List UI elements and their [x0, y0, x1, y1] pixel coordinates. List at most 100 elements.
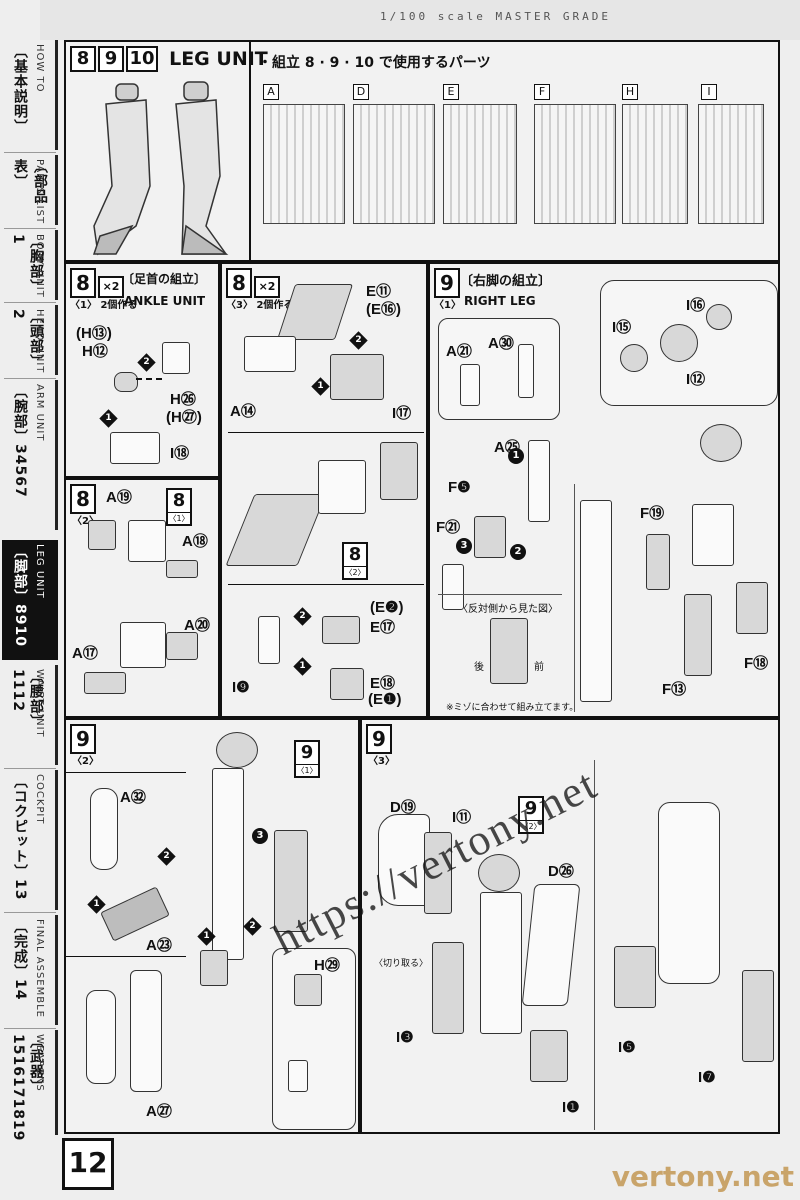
top-strip	[40, 0, 800, 40]
knee-joint-frame	[216, 732, 258, 768]
heel-part	[244, 336, 296, 372]
runner-f	[534, 104, 616, 224]
part-i5	[614, 946, 656, 1008]
foot-armor-part	[225, 494, 327, 566]
joint-ball-i12	[660, 324, 698, 362]
ankle-joint-part	[114, 372, 138, 392]
part-label: I⑰	[392, 405, 412, 422]
step-sub: 〈2〉	[72, 756, 99, 767]
step-order-1: 1	[311, 377, 330, 396]
part-label: H⑫	[82, 343, 108, 360]
part-label: (E❶)	[368, 691, 402, 708]
part-label: A⑳	[184, 617, 210, 634]
part-f5	[474, 516, 506, 558]
part-label: I❸	[396, 1029, 414, 1046]
ankle-part-a17	[84, 672, 126, 694]
side-view-part	[490, 618, 528, 684]
tab-en: BODY UNIT	[34, 234, 45, 298]
runner-label: I	[701, 84, 717, 100]
step-en-title: ANKLE UNIT	[124, 294, 206, 308]
part-label: F⑱	[744, 655, 769, 672]
part-f18	[736, 582, 768, 634]
part-label: (H㉗)	[166, 409, 202, 426]
tab-en: COCKPIT	[34, 774, 45, 825]
part-d19	[378, 814, 430, 906]
toe-part-e18	[330, 668, 364, 700]
tab-en: WEAPONS	[34, 1034, 45, 1092]
tab-parts-list[interactable]: 〔部品表〕PARTS LIST	[2, 155, 58, 225]
part-i1	[530, 1030, 568, 1082]
runner-label: D	[353, 84, 369, 100]
tab-how-to[interactable]: 〔基本説明〕HOW TO	[2, 40, 58, 150]
part-label: A⑱	[182, 533, 208, 550]
part-label: I⑪	[452, 809, 472, 826]
part-label: F⑲	[640, 505, 665, 522]
runner-label: H	[622, 84, 638, 100]
part-label: A㉓	[146, 937, 172, 954]
tab-jp: 〔腕部〕34567	[12, 384, 28, 498]
part-label: F❺	[448, 479, 471, 496]
multiplier: ×2	[98, 276, 124, 298]
step-sub: 〈3〉 2個作る	[226, 300, 294, 311]
part-label: I❼	[698, 1069, 716, 1086]
step-sub: 〈1〉	[434, 300, 461, 311]
step-reference-9-1: 9〈1〉	[294, 740, 320, 778]
shin-armor-part	[86, 990, 116, 1084]
step-9-1-panel: 9 〔右脚の組立〕 〈1〉 RIGHT LEG A㉑ A㉚ I⑯ I⑮ I⑫ A…	[428, 262, 780, 718]
step-jp-title: 〔足首の組立〕	[122, 272, 207, 286]
step-number: 9	[70, 724, 96, 754]
part-label: F㉑	[436, 519, 461, 536]
pin-part	[288, 1060, 308, 1092]
tab-jp: 〔部品表〕	[12, 159, 48, 204]
part-label: A㉑	[446, 343, 472, 360]
runner-h	[622, 104, 688, 224]
ankle-in-foot	[318, 460, 366, 514]
tab-jp: 〔基本説明〕	[12, 44, 28, 134]
part-label: (H⑬)	[76, 325, 112, 342]
foot-frame-part	[380, 442, 418, 500]
runner-e	[443, 104, 517, 224]
step-reference-8-2: 8〈2〉	[342, 542, 368, 580]
joint-cap-i16	[706, 304, 732, 330]
multiplier: ×2	[254, 276, 280, 298]
runner-label: A	[263, 84, 279, 100]
part-label: H㉙	[314, 957, 340, 974]
knee-ball	[478, 854, 520, 892]
part-label: A⑰	[72, 645, 98, 662]
step-sub: 〈3〉	[368, 756, 395, 767]
part-label: A㉜	[120, 789, 146, 806]
step-en-title: RIGHT LEG	[464, 294, 536, 308]
knee-block	[692, 504, 734, 566]
step-order-3: 3	[252, 828, 268, 844]
ankle-assembly-2	[120, 622, 166, 668]
part-label: I❶	[562, 1099, 580, 1116]
side-view-front: 前	[534, 662, 544, 673]
part-label: I⑱	[170, 445, 190, 462]
part-label: E⑰	[370, 619, 396, 636]
tab-jp: 〔完成〕14	[12, 919, 28, 1001]
part-f19	[646, 534, 670, 590]
tab-en: PARTS LIST	[34, 159, 45, 225]
step-number: 8	[70, 268, 96, 298]
part-label: D⑲	[390, 799, 416, 816]
part-label: (E❷)	[370, 599, 404, 616]
leg-preview-illustration	[92, 81, 229, 256]
part-a25	[528, 440, 550, 522]
part-label: H㉖	[170, 391, 196, 408]
runner-d	[353, 104, 435, 224]
part-label: I⑮	[612, 319, 632, 336]
step-8-2-panel: 8 〈2〉 8〈1〉 A⑲ A⑱ A⑳ A⑰	[64, 478, 220, 718]
tab-jp: 〔胸部〕1	[10, 234, 44, 294]
step-order-1: 1	[508, 448, 524, 464]
shin-armor-a27	[130, 970, 162, 1092]
